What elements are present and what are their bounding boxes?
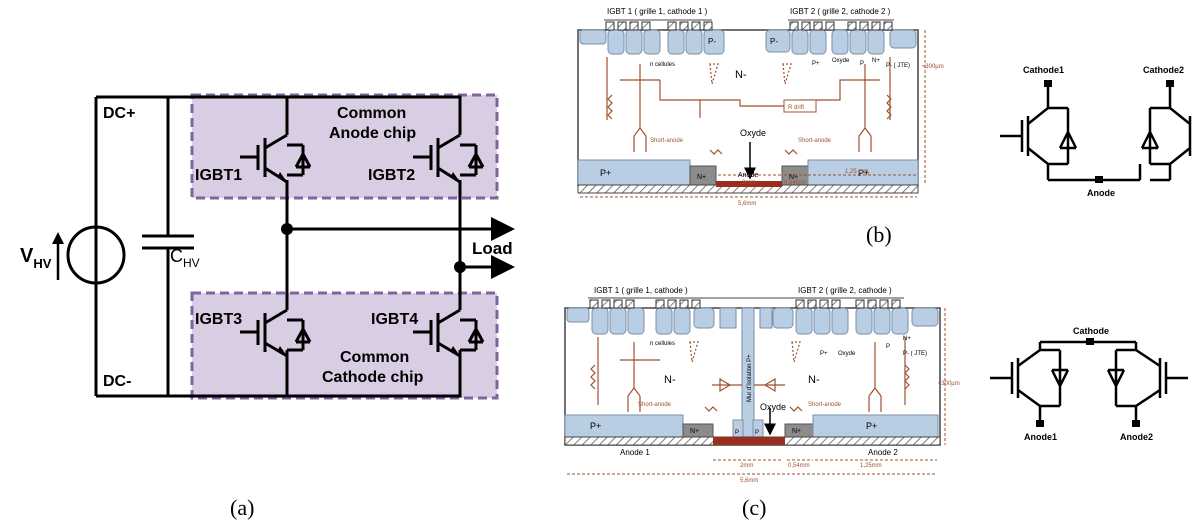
b-pminus-left: P-: [708, 37, 716, 46]
b-p-small: P: [860, 61, 864, 67]
c-igbt2-header: IGBT 2 ( grille 2, cathode ): [798, 286, 892, 295]
b-oxyde-small: Oxyde: [832, 58, 850, 64]
cathode-chip-line1: Common: [340, 349, 409, 366]
node-dot-left: [281, 223, 293, 235]
c-short-anode-left: Short-anode: [638, 402, 672, 408]
b-dim-300: ≈300µm: [922, 64, 944, 70]
igbt3-icon: [240, 308, 312, 358]
anode-chip-line1: Common: [337, 105, 406, 122]
c-p-small: P: [886, 344, 890, 350]
c-short-anode-right: Short-anode: [808, 402, 842, 408]
c-igbt1-header: IGBT 1 ( grille 1, cathode ): [594, 286, 688, 295]
anode-chip-line2: Anode chip: [329, 125, 416, 142]
c-mur: Mur d'isolation P+: [747, 354, 753, 402]
panel-c-cross-section: IGBT 1 ( grille 1, cathode ) IGBT 2 ( gr…: [564, 286, 960, 520]
c-ncellules: n cellules: [650, 341, 675, 347]
igbt1-label: IGBT1: [195, 167, 242, 184]
c-dim-2mm: 2mm: [740, 463, 753, 469]
cathode-chip-line2: Cathode chip: [322, 369, 424, 386]
dc-minus-label: DC-: [103, 373, 131, 390]
common-cathode-chip-box: [190, 291, 499, 400]
b-dim-2mm: 2mm: [742, 180, 755, 186]
caption-b: (b): [866, 222, 892, 247]
c-pplus-left: P+: [590, 421, 601, 431]
b-rdrift: R drift: [788, 105, 804, 111]
common-anode-chip-box: [190, 93, 499, 200]
svg-text:VHV: VHV: [20, 245, 52, 271]
chv-label: C: [170, 246, 183, 266]
panel-a-circuit: VHV CHV DC+ DC- IGBT1 IGBT2 IGBT3 IGBT4 …: [20, 93, 515, 520]
b-pminus-right: P-: [770, 37, 778, 46]
b-oxyde: Oxyde: [740, 128, 766, 138]
c-dim-054: 0,54mm: [788, 463, 810, 469]
b-dim-054: 0,54mm: [784, 180, 806, 186]
igbt2-label: IGBT2: [368, 167, 415, 184]
c-oxyde-small: Oxyde: [838, 351, 856, 357]
b-nplus-left: N+: [697, 174, 706, 181]
b-pplus-small: P+: [812, 61, 820, 67]
igbt2-icon: [413, 133, 485, 184]
b-nplus-small: N+: [872, 58, 880, 64]
caption-c: (c): [742, 495, 766, 520]
c-anode2: Anode 2: [868, 448, 898, 457]
c-nplus-right: N+: [792, 428, 801, 435]
b-ncellules: n cellules: [650, 62, 675, 68]
c-sym-anode2: Anode2: [1120, 432, 1153, 442]
b-sym-cathode2: Cathode2: [1143, 65, 1184, 75]
igbt1-icon: [240, 133, 312, 184]
c-nplus-left: N+: [690, 428, 699, 435]
b-pplus-left: P+: [600, 168, 611, 178]
c-nminus-left: N-: [664, 374, 676, 386]
c-anode1: Anode 1: [620, 448, 650, 457]
b-nplus-right: N+: [789, 174, 798, 181]
b-sym-anode: Anode: [1087, 188, 1115, 198]
load-label: Load: [472, 239, 513, 258]
c-p-mid-left: P: [735, 430, 739, 436]
panel-b-cross-section: IGBT 1 ( grille 1, cathode 1 ) IGBT 2 ( …: [577, 7, 944, 247]
igbt4-label: IGBT4: [371, 311, 418, 328]
caption-a: (a): [230, 495, 254, 520]
b-dual-igbt-symbol: [1000, 84, 1192, 182]
c-pjte: P- ( JTE): [903, 351, 927, 357]
b-sym-cathode1: Cathode1: [1023, 65, 1064, 75]
svg-text:CHV: CHV: [170, 246, 200, 270]
c-dual-igbt-symbol: [990, 340, 1188, 424]
node-dot-right: [454, 261, 466, 273]
b-short-anode-left: Short-anode: [650, 138, 684, 144]
chv-sub: HV: [183, 256, 200, 270]
b-igbt2-header: IGBT 2 ( grille 2, cathode 2 ): [790, 7, 891, 16]
b-pplus-right: P+: [858, 168, 869, 178]
b-anode: Anode: [738, 172, 758, 179]
c-dim-300: ≈300µm: [938, 381, 960, 387]
b-dim-125: 1,25 mm: [845, 169, 868, 175]
b-igbt1-header: IGBT 1 ( grille 1, cathode 1 ): [607, 7, 708, 16]
c-dim-56: 5,6mm: [740, 478, 758, 484]
c-oxyde: Oxyde: [760, 402, 786, 412]
b-nminus: N-: [735, 69, 747, 81]
c-p-mid-right: P: [755, 430, 759, 436]
c-sym-cathode: Cathode: [1073, 326, 1109, 336]
b-dim-56: 5,6mm: [738, 201, 756, 207]
vhv-label: V: [20, 245, 34, 267]
b-short-anode-right: Short-anode: [798, 138, 832, 144]
igbt3-label: IGBT3: [195, 311, 242, 328]
dc-plus-label: DC+: [103, 105, 135, 122]
vhv-sub: HV: [33, 256, 51, 271]
c-sym-anode1: Anode1: [1024, 432, 1057, 442]
c-dim-125: 1,25mm: [860, 463, 882, 469]
c-pplus-right: P+: [866, 421, 877, 431]
c-pplus-small: P+: [820, 351, 828, 357]
c-nminus-right: N-: [808, 374, 820, 386]
c-nplus-small: N+: [903, 336, 911, 342]
igbt4-icon: [413, 308, 485, 358]
b-pjte: P- ( JTE): [886, 63, 910, 69]
